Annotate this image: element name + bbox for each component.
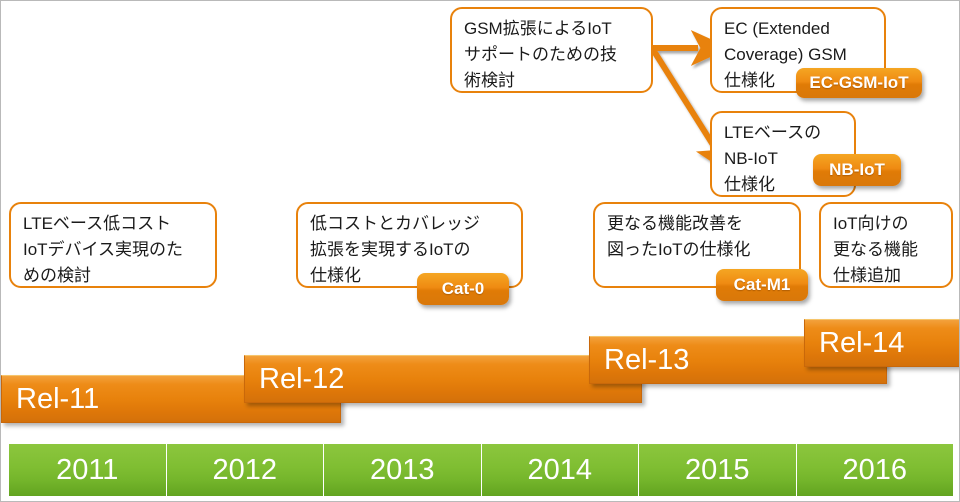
tag-nb-iot[interactable]: NB-IoT bbox=[813, 154, 901, 186]
box-line: GSM拡張によるIoT bbox=[464, 19, 612, 38]
box-line: EC (Extended bbox=[724, 19, 830, 38]
year-timeline-strip: 2011 2012 2013 2014 2015 2016 bbox=[9, 444, 953, 496]
box-line: めの検討 bbox=[23, 266, 91, 285]
release-bar-label: Rel-12 bbox=[259, 362, 345, 395]
box-line: 更なる機能改善を bbox=[607, 214, 743, 233]
process-box-gsm-study[interactable]: GSM拡張によるIoT サポートのための技 術検討 bbox=[450, 7, 653, 93]
box-line: 術検討 bbox=[464, 71, 515, 90]
tag-ec-gsm-iot[interactable]: EC-GSM-IoT bbox=[796, 68, 922, 98]
process-box-lte-lowcost-study[interactable]: LTEベース低コスト IoTデバイス実現のた めの検討 bbox=[9, 202, 217, 288]
box-line: Coverage) GSM bbox=[724, 45, 847, 64]
box-line: 仕様化 bbox=[724, 175, 775, 194]
year-cell-2013: 2013 bbox=[324, 444, 482, 496]
tag-cat-m1[interactable]: Cat-M1 bbox=[716, 269, 808, 301]
release-bar-rel-12[interactable]: Rel-12 bbox=[244, 355, 642, 403]
year-cell-2015: 2015 bbox=[639, 444, 797, 496]
release-bar-label: Rel-11 bbox=[16, 382, 100, 415]
box-line: IoTデバイス実現のた bbox=[23, 240, 184, 259]
box-line: LTEベース低コスト bbox=[23, 214, 172, 233]
year-cell-2014: 2014 bbox=[481, 444, 639, 496]
box-line: 仕様追加 bbox=[833, 266, 901, 285]
arrow-gsm-branch bbox=[649, 30, 733, 176]
box-line: NB-IoT bbox=[724, 149, 778, 168]
box-line: サポートのための技 bbox=[464, 45, 617, 64]
box-line: 低コストとカバレッジ bbox=[310, 214, 480, 233]
box-line: 仕様化 bbox=[724, 71, 775, 90]
box-line: 仕様化 bbox=[310, 266, 361, 285]
year-cell-2012: 2012 bbox=[166, 444, 324, 496]
year-cell-2011: 2011 bbox=[9, 444, 167, 496]
year-cell-2016: 2016 bbox=[796, 444, 953, 496]
box-line: 更なる機能 bbox=[833, 240, 918, 259]
box-line: 図ったIoTの仕様化 bbox=[607, 240, 751, 259]
release-bar-label: Rel-14 bbox=[819, 326, 905, 359]
box-line: 拡張を実現するIoTの bbox=[310, 240, 471, 259]
box-line: IoT向けの bbox=[833, 214, 909, 233]
tag-cat-0[interactable]: Cat-0 bbox=[417, 273, 509, 305]
release-bar-label: Rel-13 bbox=[604, 343, 690, 376]
box-line: LTEベースの bbox=[724, 123, 822, 142]
process-box-further-features[interactable]: IoT向けの 更なる機能 仕様追加 bbox=[819, 202, 953, 288]
release-bar-rel-14[interactable]: Rel-14 bbox=[804, 319, 959, 367]
